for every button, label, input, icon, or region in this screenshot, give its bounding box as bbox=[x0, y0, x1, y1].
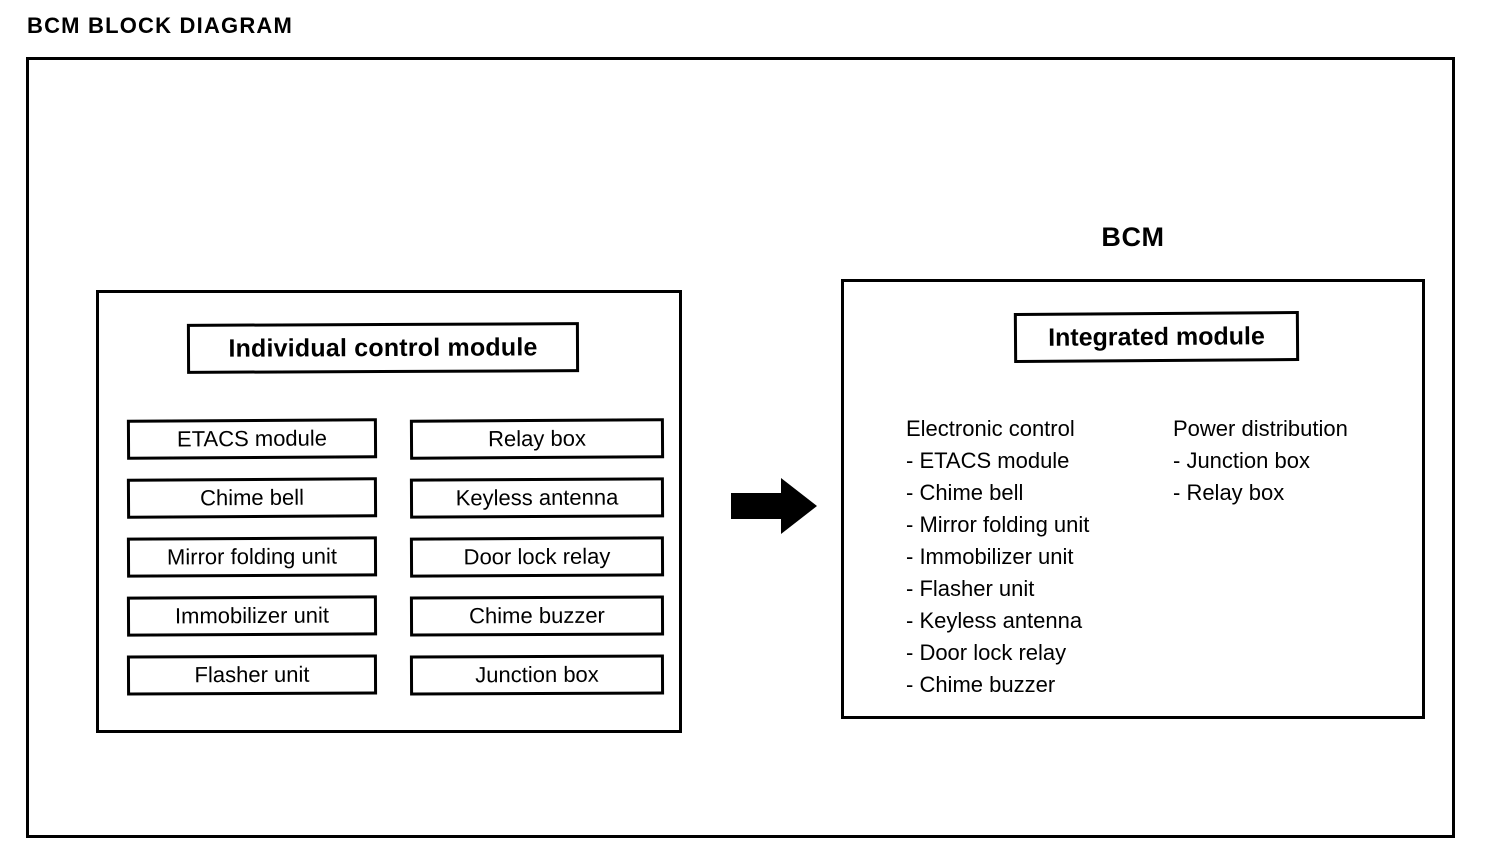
module-box-label: Mirror folding unit bbox=[166, 543, 338, 570]
module-box-label: Immobilizer unit bbox=[174, 602, 330, 629]
list-item: - Mirror folding unit bbox=[906, 512, 1090, 537]
module-box-door-lock-relay[interactable]: Door lock relay bbox=[409, 536, 665, 578]
list-item: - Chime bell bbox=[906, 480, 1024, 505]
list-item: - Immobilizer unit bbox=[906, 544, 1074, 569]
list-item: - Flasher unit bbox=[906, 576, 1035, 601]
diagram-outer-frame: Individual control module ETACS module C… bbox=[26, 57, 1455, 838]
module-box-etacs-module[interactable]: ETACS module bbox=[126, 418, 378, 460]
module-box-junction-box[interactable]: Junction box bbox=[409, 654, 665, 696]
module-box-relay-box[interactable]: Relay box bbox=[409, 418, 665, 460]
module-box-label: Chime buzzer bbox=[469, 602, 605, 629]
page-title: BCM BLOCK DIAGRAM bbox=[27, 13, 294, 38]
module-box-label: Junction box bbox=[475, 661, 599, 688]
module-box-flasher-unit[interactable]: Flasher unit bbox=[126, 654, 378, 696]
module-box-chime-buzzer[interactable]: Chime buzzer bbox=[409, 595, 665, 637]
right-arrow-icon bbox=[731, 478, 817, 534]
integrated-module-header-label: Integrated module bbox=[1048, 321, 1265, 352]
individual-control-module-header-box: Individual control module bbox=[186, 322, 580, 374]
module-box-label: ETACS module bbox=[176, 425, 328, 452]
group-heading: Electronic control bbox=[906, 416, 1075, 441]
list-item: - Relay box bbox=[1173, 480, 1285, 505]
module-box-label: Door lock relay bbox=[463, 543, 611, 570]
module-box-keyless-antenna[interactable]: Keyless antenna bbox=[409, 477, 665, 519]
list-item: - Junction box bbox=[1173, 448, 1310, 473]
group-item-list: - ETACS module - Chime bell - Mirror fol… bbox=[906, 445, 1089, 701]
list-item: - Keyless antenna bbox=[906, 608, 1083, 633]
module-column-left: ETACS module Chime bell Mirror folding u… bbox=[126, 418, 378, 696]
module-box-label: Keyless antenna bbox=[455, 484, 619, 511]
integrated-module-header-box: Integrated module bbox=[1013, 311, 1300, 363]
group-item-list: - Junction box - Relay box bbox=[1173, 445, 1348, 509]
bcm-title: BCM bbox=[1101, 222, 1165, 252]
module-column-right: Relay box Keyless antenna Door lock rela… bbox=[409, 418, 665, 696]
integrated-module-groups: Electronic control - ETACS module - Chim… bbox=[844, 413, 1422, 697]
module-box-label: Relay box bbox=[487, 425, 586, 452]
group-heading: Power distribution bbox=[1173, 416, 1348, 441]
individual-control-module-header-label: Individual control module bbox=[228, 332, 538, 363]
bcm-integrated-module-panel: Integrated module Electronic control - E… bbox=[841, 279, 1425, 719]
group-electronic-control: Electronic control - ETACS module - Chim… bbox=[906, 413, 1089, 701]
individual-control-module-panel: Individual control module ETACS module C… bbox=[96, 290, 682, 733]
list-item: - Chime buzzer bbox=[906, 672, 1056, 697]
group-power-distribution: Power distribution - Junction box - Rela… bbox=[1173, 413, 1348, 509]
module-box-mirror-folding-unit[interactable]: Mirror folding unit bbox=[126, 536, 378, 578]
module-box-label: Chime bell bbox=[199, 484, 305, 511]
module-box-immobilizer-unit[interactable]: Immobilizer unit bbox=[126, 595, 378, 637]
list-item: - ETACS module bbox=[906, 448, 1070, 473]
module-box-label: Flasher unit bbox=[194, 661, 310, 688]
module-box-chime-bell[interactable]: Chime bell bbox=[126, 477, 378, 519]
list-item: - Door lock relay bbox=[906, 640, 1067, 665]
